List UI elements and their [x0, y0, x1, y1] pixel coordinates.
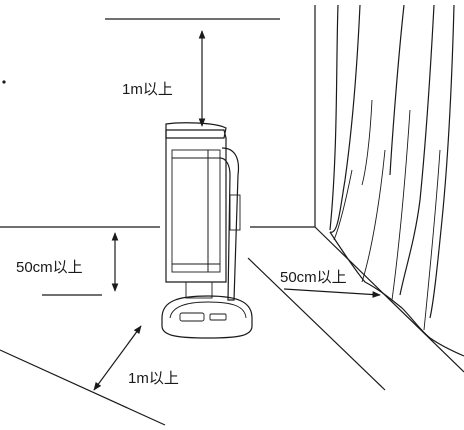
room-lines [0, 5, 464, 426]
heater [161, 122, 253, 339]
front-guide-line [0, 349, 166, 426]
curtain [329, 4, 464, 357]
floor-guide-line [247, 257, 386, 391]
heater-top [165, 122, 227, 139]
label-clearance-top: 1m以上 [122, 81, 173, 98]
label-clearance-left: 50cm以上 [16, 259, 83, 276]
control-panel [179, 312, 205, 322]
label-clearance-right: 50cm以上 [280, 269, 347, 286]
right-wall-floor-line [314, 226, 464, 373]
dimension-arrows [93, 30, 381, 391]
label-clearance-front: 1m以上 [128, 370, 179, 387]
heater-base [161, 295, 253, 339]
heater-grill [171, 149, 209, 273]
right-clearance-arrow [283, 288, 381, 298]
stand-pole [219, 147, 240, 301]
heater-body [165, 129, 227, 283]
small-dot [2, 80, 6, 84]
front-clearance-arrow [93, 325, 142, 391]
